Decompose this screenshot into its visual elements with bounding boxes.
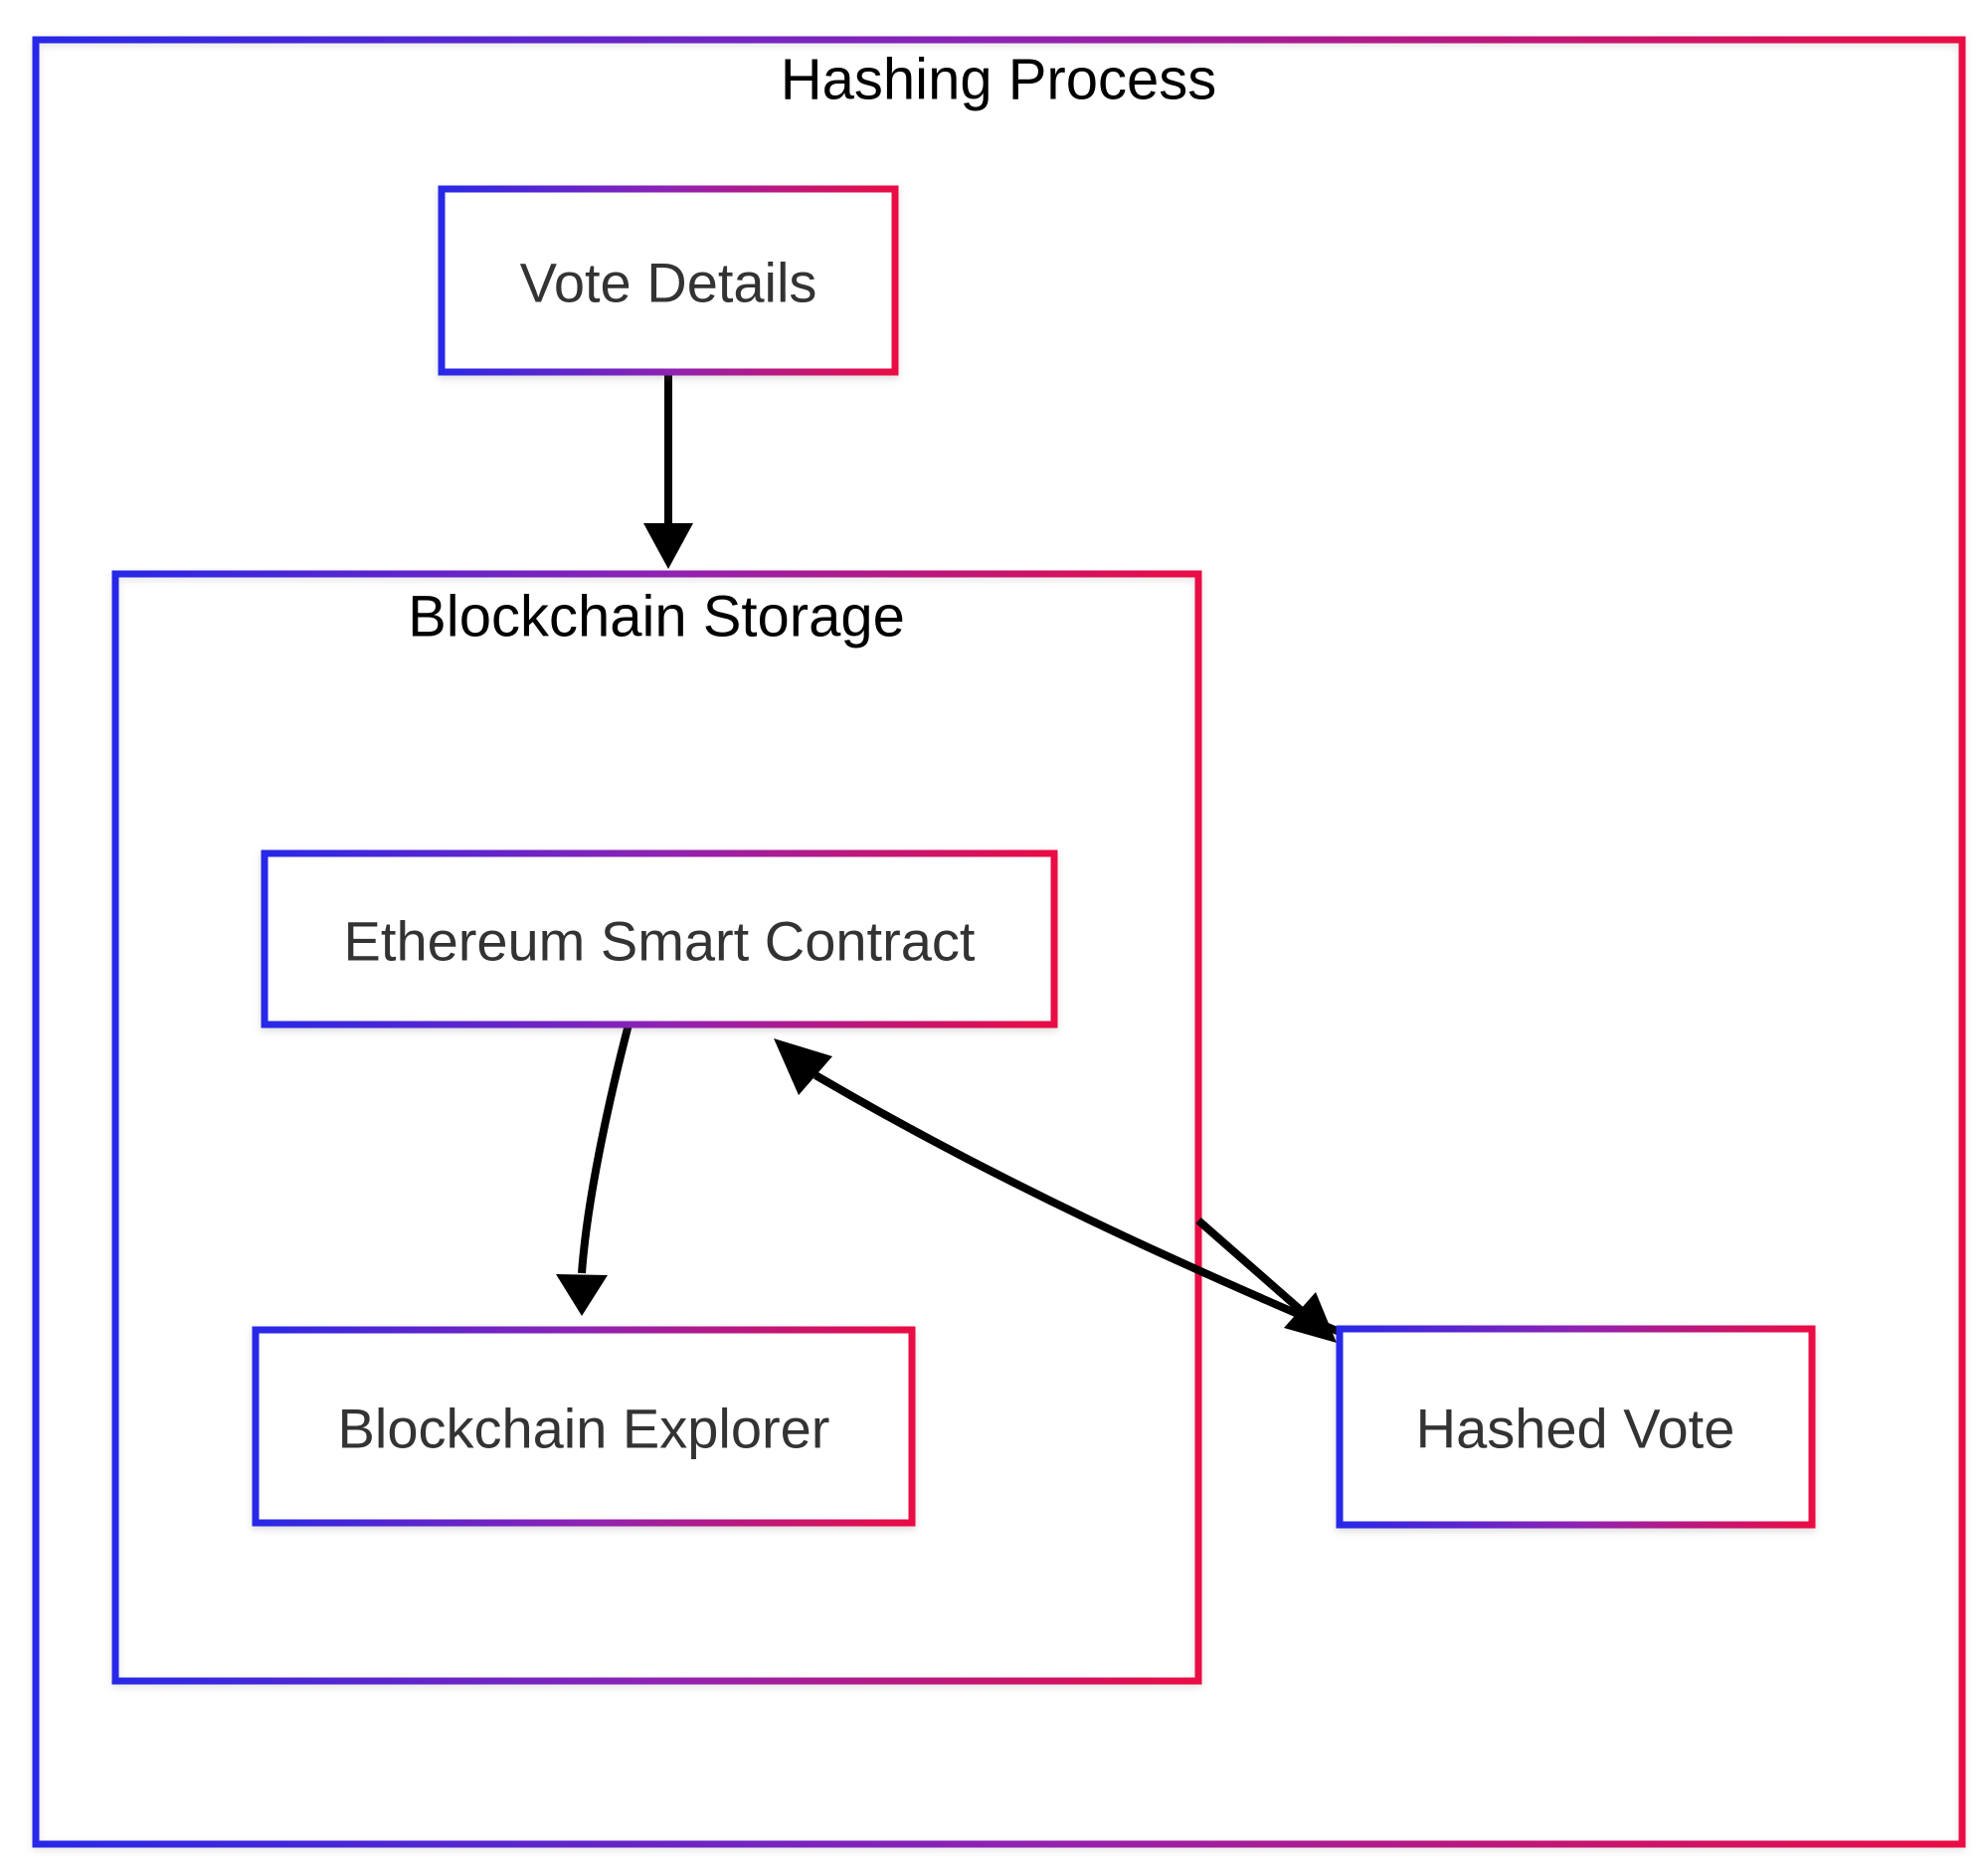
edge-smart-contract-to-blockchain-explorer: [578, 1023, 633, 1274]
blockchain-storage-title: Blockchain Storage: [408, 585, 905, 650]
container-titles-group: Hashing Process Blockchain Storage: [408, 48, 1216, 650]
node-ethereum-smart-contract: [261, 849, 1058, 1028]
node-hashed-vote: [1336, 1325, 1816, 1529]
nodes-group: [252, 185, 1816, 1529]
blockchain-explorer-label: Blockchain Explorer: [338, 1398, 830, 1460]
node-vote-details: [438, 185, 899, 376]
arrowheads-group: [556, 523, 1337, 1343]
arrowhead-into-blockchain-storage: [643, 523, 693, 569]
hashing-process-container: [32, 36, 1966, 1848]
node-blockchain-explorer: [252, 1326, 916, 1527]
arrowhead-into-hashed-vote: [1284, 1292, 1337, 1343]
edge-lines-group: [578, 372, 1344, 1337]
ethereum-smart-contract-label: Ethereum Smart Contract: [344, 910, 976, 973]
arrowhead-into-smart-contract: [774, 1038, 832, 1095]
vote-details-label: Vote Details: [520, 252, 817, 314]
edge-blockchain-storage-to-hashed-vote: [1195, 1216, 1306, 1316]
node-labels-group: Vote Details Ethereum Smart Contract Blo…: [338, 252, 1735, 1460]
hashed-vote-label: Hashed Vote: [1416, 1398, 1735, 1460]
blockchain-storage-container: [111, 570, 1202, 1685]
arrowhead-into-blockchain-explorer: [556, 1274, 608, 1316]
diagram-title: Hashing Process: [781, 48, 1216, 112]
edge-hashed-vote-to-smart-contract: [813, 1071, 1344, 1337]
